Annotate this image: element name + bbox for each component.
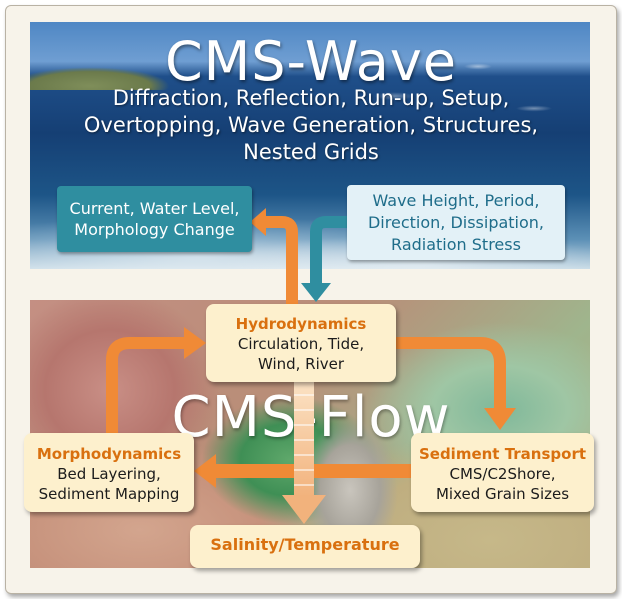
sediment-transport-line: Mixed Grain Sizes [435,485,570,503]
sediment-transport-line: CMS/C2Shore, [449,465,556,483]
sediment-transport-box: Sediment Transport CMS/C2Shore, Mixed Gr… [411,433,594,512]
flow-output-line: Morphology Change [74,220,235,239]
wave-output-line: Radiation Stress [391,235,521,254]
hydrodynamics-line: Circulation, Tide, [237,335,365,353]
wave-output-line: Direction, Dissipation, [367,213,545,232]
arrow-hydro-to-wave-head [250,208,266,236]
sediment-transport-title: Sediment Transport [418,445,587,463]
wave-output-line: Wave Height, Period, [372,191,540,210]
cms-wave-title: CMS-Wave [164,30,458,93]
arrow-hydro-to-sediment-head [484,408,516,430]
wave-outputs-box: Wave Height, Period, Direction, Dissipat… [347,185,565,260]
morphodynamics-line: Sediment Mapping [38,485,180,503]
hydrodynamics-line: Wind, River [257,355,345,373]
flow-output-line: Current, Water Level, [69,199,240,218]
morphodynamics-box: Morphodynamics Bed Layering, Sediment Ma… [24,433,194,512]
wave-feature-line: Diffraction, Reflection, Run-up, Setup, [112,86,510,110]
arrow-hydro-to-sediment [396,337,506,410]
morphodynamics-line: Bed Layering, [57,465,161,483]
arrow-hydro-to-wave [262,216,298,304]
arrow-hydro-to-salinity-head [282,495,326,524]
salinity-temperature-title: Salinity/Temperature [210,535,400,554]
wave-feature-line: Nested Grids [243,140,379,164]
cms-wave-features: Diffraction, Reflection, Run-up, Setup, … [58,85,564,166]
island-landscape [30,56,230,90]
arrow-wave-to-hydro [310,216,347,285]
hydrodynamics-box: Hydrodynamics Circulation, Tide, Wind, R… [206,304,396,382]
arrow-morpho-to-hydro [106,337,186,433]
arrow-morpho-to-hydro-head [184,327,206,359]
morphodynamics-title: Morphodynamics [36,445,182,463]
salinity-temperature-box: Salinity/Temperature [190,525,420,568]
arrow-sediment-to-morpho-head [194,454,216,488]
arrow-wave-to-hydro-head [301,283,331,302]
hydrodynamics-title: Hydrodynamics [235,315,367,333]
wave-feature-line: Overtopping, Wave Generation, Structures… [83,113,539,137]
flow-outputs-box: Current, Water Level, Morphology Change [57,186,252,252]
